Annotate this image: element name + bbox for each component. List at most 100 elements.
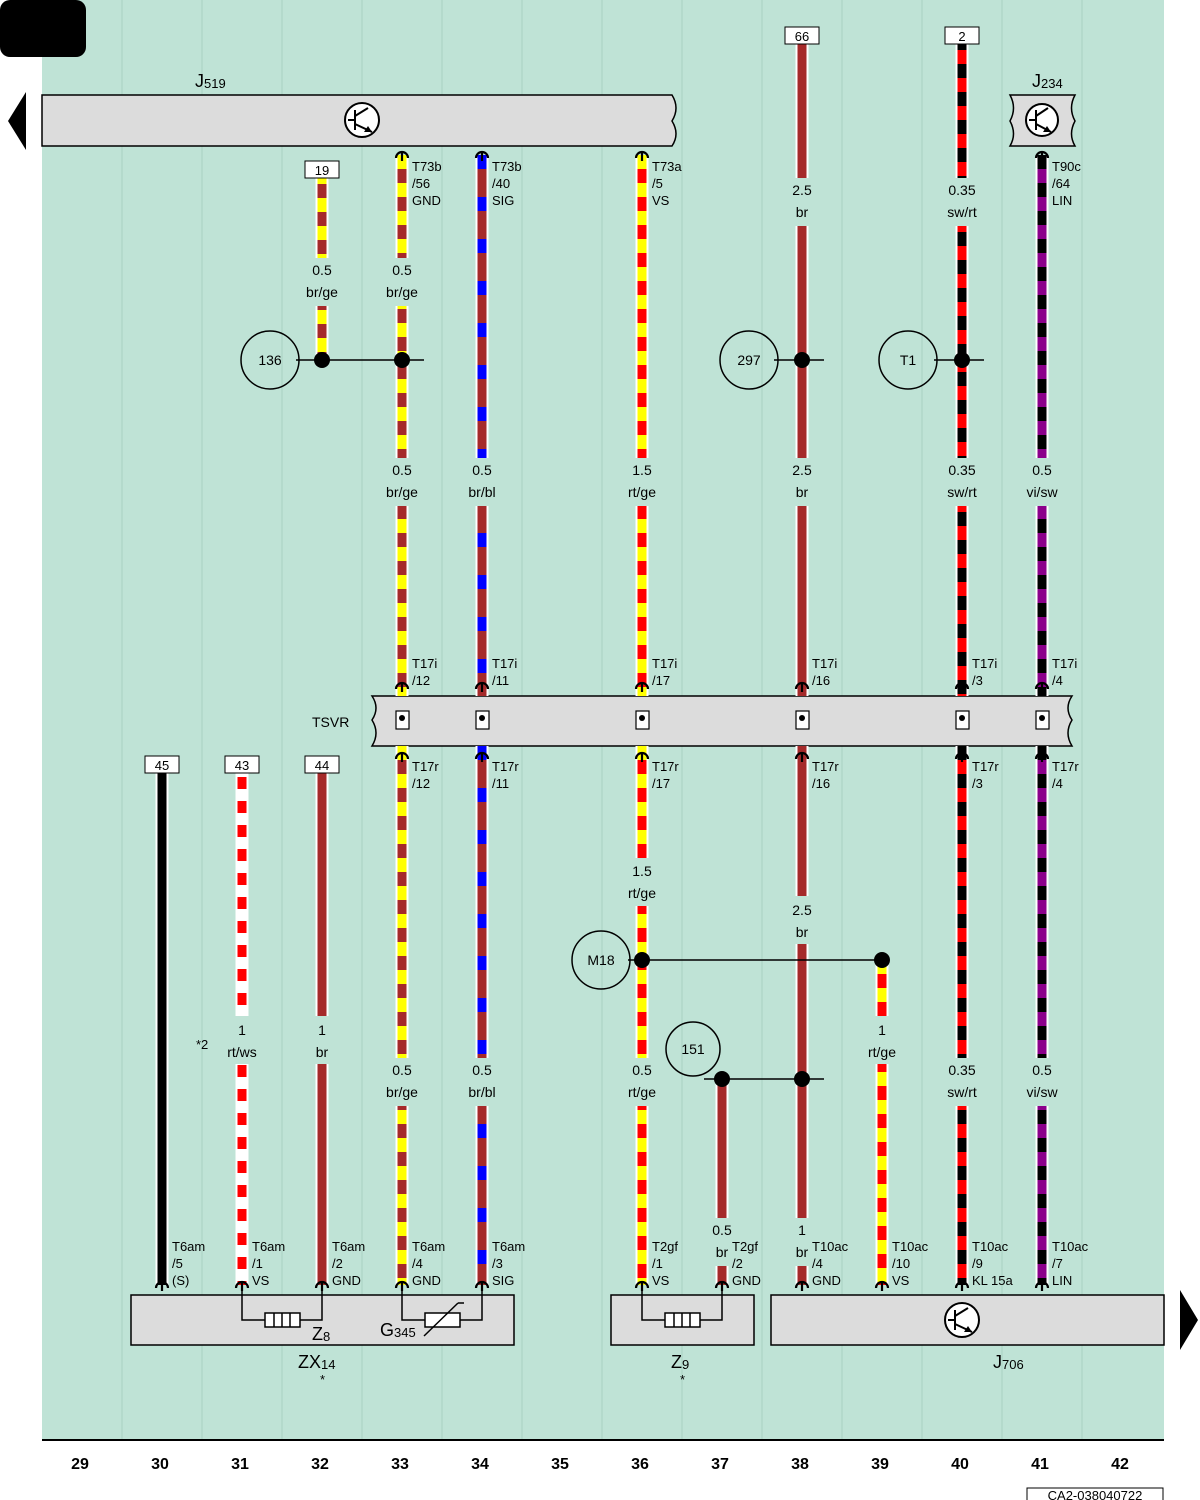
pin-label: T17r/4 [1052, 759, 1079, 791]
svg-text:2: 2 [958, 29, 965, 44]
column-number: 32 [311, 1456, 329, 1473]
column-number: 31 [231, 1456, 249, 1473]
column-number: 37 [711, 1456, 729, 1473]
next-page-arrow[interactable] [1180, 1290, 1198, 1350]
column-number: 35 [551, 1456, 569, 1473]
tsvr-label: TSVR [312, 714, 349, 730]
node-297-label: 297 [737, 352, 761, 368]
wire-label-gap [955, 178, 969, 226]
column-number: 38 [791, 1456, 809, 1473]
wire-label-gap [635, 1058, 649, 1106]
wire-label-gap [795, 178, 809, 226]
wire-label-gap [1035, 1058, 1049, 1106]
ref-box-45: 45 [144, 755, 180, 774]
wire-label-gap [875, 1016, 889, 1064]
node-t1-circle [878, 330, 938, 390]
j706-label: J706 [993, 1352, 1024, 1372]
tsvr-connector-box [370, 695, 1074, 747]
wire-label-gap [795, 1218, 809, 1266]
pin-symbol [954, 681, 970, 692]
pin-symbol [954, 1280, 970, 1291]
pin-symbol [1034, 681, 1050, 692]
wire-label-gap [235, 1016, 249, 1064]
node-136-circle [240, 330, 300, 390]
footnote-2: *2 [196, 1037, 208, 1052]
wire-label-gap [475, 1058, 489, 1106]
pin-symbol [474, 1280, 490, 1291]
column-number: 41 [1031, 1456, 1049, 1473]
column-number: 30 [151, 1456, 169, 1473]
wire-label-gap [1035, 458, 1049, 506]
pin-label: T17r/16 [812, 759, 839, 791]
column-number: 36 [631, 1456, 649, 1473]
pin-symbol [474, 150, 490, 161]
pin-symbol [474, 751, 490, 762]
pin-symbol [634, 1280, 650, 1291]
pin-symbol [394, 1280, 410, 1291]
node-m18-circle [571, 930, 631, 990]
ref-box-2: 2 [944, 26, 980, 45]
column-number: 40 [951, 1456, 969, 1473]
column-number: 42 [1111, 1456, 1129, 1473]
wire-label-gaps [235, 178, 1049, 1266]
j706-transistor-icon [944, 1302, 980, 1338]
column-number: 29 [71, 1456, 89, 1473]
ref-box-43: 43 [224, 755, 260, 774]
tsvr-pin-dots [399, 715, 1045, 721]
pin-symbols [154, 150, 1050, 1291]
node-151-label: 151 [681, 1041, 705, 1057]
pin-symbol [874, 1280, 890, 1291]
pin-symbol [794, 681, 810, 692]
prev-page-arrow[interactable] [8, 92, 26, 150]
pin-symbol [394, 751, 410, 762]
pin-symbol [794, 751, 810, 762]
wire-label-gap [795, 896, 809, 944]
pin-label: T17r/17 [652, 759, 679, 791]
wire-label-gap [795, 458, 809, 506]
column-number: 34 [471, 1456, 489, 1473]
node-t1-label: T1 [900, 352, 917, 368]
wire-label-gap [635, 458, 649, 506]
pin-symbol [1034, 150, 1050, 161]
node-297-circle [719, 330, 779, 390]
node-m18-label: M18 [587, 952, 614, 968]
svg-text:44: 44 [315, 758, 329, 773]
pin-label: T6am/5(S) [172, 1239, 205, 1288]
j519-transistor-icon [344, 102, 380, 138]
splice-dots [314, 352, 970, 1087]
zx14-star: * [320, 1372, 325, 1387]
pin-label: T17r/11 [492, 759, 519, 791]
column-number: 33 [391, 1456, 409, 1473]
doc-id-box [1026, 1487, 1164, 1500]
pin-label: T17r/12 [412, 759, 439, 791]
wire-label-gap [315, 258, 329, 306]
z9-heater-icon [641, 1285, 723, 1328]
page-tab [0, 0, 86, 57]
